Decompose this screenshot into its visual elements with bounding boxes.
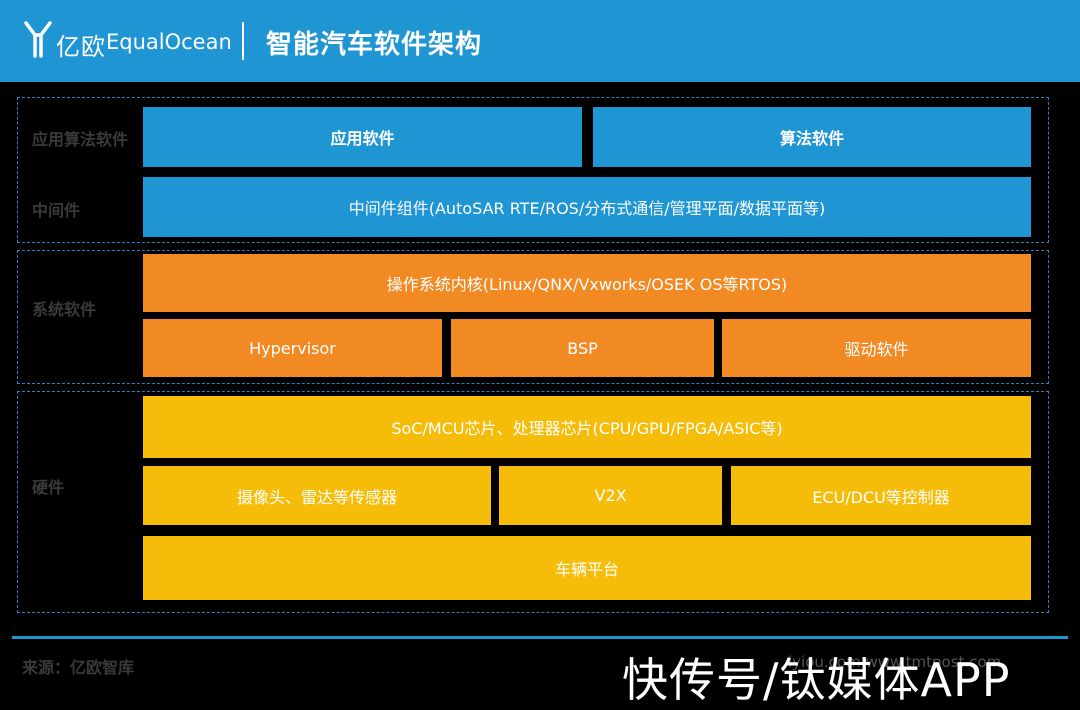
block-bsp: BSP xyxy=(451,319,714,377)
watermark-big: 快传号/钛媒体APP xyxy=(622,653,1011,707)
header-bar: 亿欧 EqualOcean 智能汽车软件架构 xyxy=(0,0,1080,82)
block-vehicle-platform: 车辆平台 xyxy=(143,536,1031,600)
layer-label-middleware: 中间件 xyxy=(32,201,81,220)
block-chips: SoC/MCU芯片、处理器芯片(CPU/GPU/FPGA/ASIC等) xyxy=(143,396,1031,458)
block-driver-software: 驱动软件 xyxy=(722,319,1031,377)
block-sensors: 摄像头、雷达等传感器 xyxy=(143,466,491,525)
block-middleware-components: 中间件组件(AutoSAR RTE/ROS/分布式通信/管理平面/数据平面等) xyxy=(143,177,1031,237)
logo-cn-text: 亿欧 xyxy=(56,33,106,61)
source-note: 来源：亿欧智库 xyxy=(22,658,135,677)
block-algo-software: 算法软件 xyxy=(593,107,1031,167)
group-app-middleware xyxy=(17,97,1049,243)
yiou-logo-icon xyxy=(24,21,52,58)
footer-divider xyxy=(12,636,1068,639)
page-title: 智能汽车软件架构 xyxy=(266,30,483,60)
layer-label-system: 系统软件 xyxy=(32,300,97,319)
block-os-kernel: 操作系统内核(Linux/QNX/Vxworks/OSEK OS等RTOS) xyxy=(143,254,1031,312)
block-v2x: V2X xyxy=(499,466,722,525)
header-divider xyxy=(242,22,244,60)
block-hypervisor: Hypervisor xyxy=(143,319,442,377)
group-system-software xyxy=(17,250,1049,384)
layer-label-hardware: 硬件 xyxy=(32,478,65,497)
block-app-software: 应用软件 xyxy=(143,107,582,167)
block-controllers: ECU/DCU等控制器 xyxy=(731,466,1031,525)
watermark-small: iyiou.com www.tmtpost.com xyxy=(788,653,1002,671)
logo-en-text: EqualOcean xyxy=(106,30,232,54)
layer-label-app: 应用算法软件 xyxy=(32,130,129,149)
group-hardware xyxy=(17,391,1049,613)
